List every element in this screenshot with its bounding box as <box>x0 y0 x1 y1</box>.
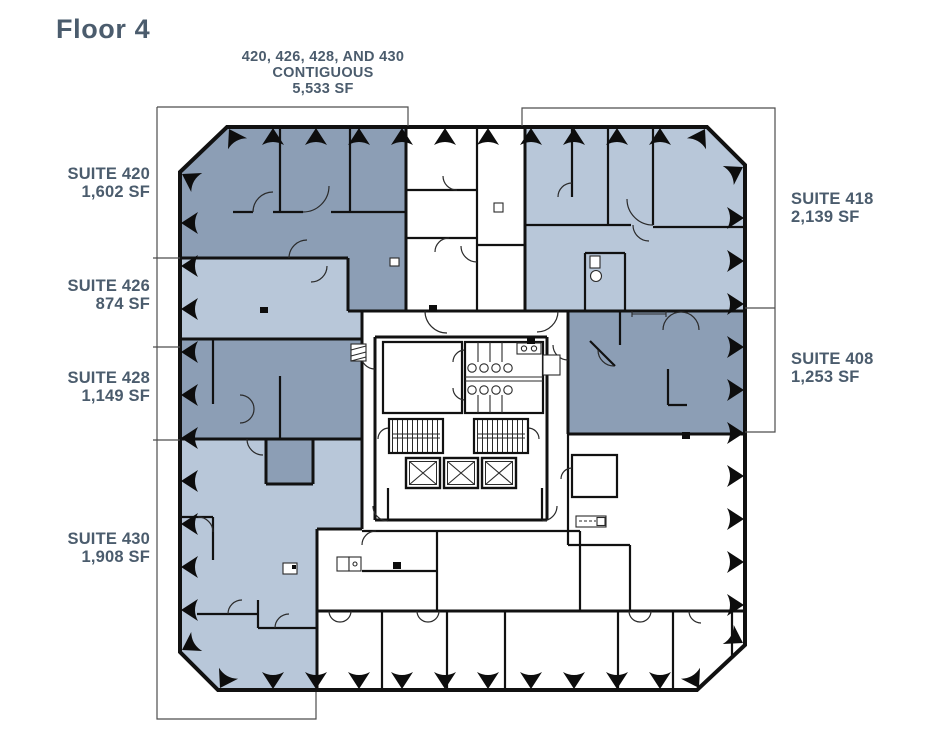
left-suite-bracket <box>153 107 317 720</box>
page-title: Floor 4 <box>56 14 151 44</box>
suite-428-region <box>181 339 362 484</box>
restrooms <box>463 340 561 415</box>
panel-symbol-420 <box>389 257 400 267</box>
closet-symbol-418 <box>589 255 603 283</box>
suite-426-area: 874 SF <box>95 294 150 313</box>
suite-426-label: SUITE 426 874 SF <box>0 277 150 313</box>
suite-428-name: SUITE 428 <box>67 369 150 387</box>
suite-420-area: 1,602 SF <box>81 182 150 201</box>
equipment-symbols <box>282 202 667 575</box>
suite-426-name: SUITE 426 <box>67 277 150 295</box>
core-fixtures <box>350 340 561 490</box>
suite-408-name: SUITE 408 <box>791 350 874 368</box>
building-outline <box>178 125 747 692</box>
restroom-bumpout <box>542 354 561 376</box>
minor-walls <box>181 128 744 689</box>
suite-430-name: SUITE 430 <box>67 530 150 548</box>
suite-408-area: 1,253 SF <box>791 367 860 386</box>
suite-418-area: 2,139 SF <box>791 207 860 226</box>
kitchen-symbol-430 <box>336 556 362 572</box>
contiguous-note-suites: 420, 426, 428, AND 430 <box>241 49 405 65</box>
contiguous-note: 420, 426, 428, AND 430 CONTIGUOUS 5,533 … <box>170 49 476 97</box>
counter-symbol-430 <box>282 562 298 575</box>
suite-418-label: SUITE 418 2,139 SF <box>791 190 933 226</box>
elevator-bank <box>404 456 518 490</box>
suite-408-label: SUITE 408 1,253 SF <box>791 350 933 386</box>
suite-408-region <box>568 311 744 434</box>
shaft-symbol <box>350 343 367 362</box>
major-walls <box>181 128 744 689</box>
contiguous-bracket <box>157 106 409 126</box>
panel-symbol-strip <box>493 202 504 213</box>
suite-418-name: SUITE 418 <box>791 190 874 208</box>
suite-428-label: SUITE 428 1,149 SF <box>0 369 150 405</box>
suite-428-area: 1,149 SF <box>81 386 150 405</box>
suite-430-label: SUITE 430 1,908 SF <box>0 530 150 566</box>
suite-430-area: 1,908 SF <box>81 547 150 566</box>
suite-420-name: SUITE 420 <box>67 165 150 183</box>
stairwell-right <box>472 417 530 455</box>
right-suite-bracket <box>521 107 776 433</box>
suite-420-label: SUITE 420 1,602 SF <box>0 165 150 201</box>
suite-426-region <box>181 258 362 339</box>
suite-418-region <box>525 128 744 311</box>
counter-symbol-bottom <box>575 515 607 528</box>
table-symbol-408 <box>631 311 667 317</box>
contiguous-note-area: 5,533 SF <box>292 81 354 97</box>
stairwell-left <box>387 417 445 455</box>
contiguous-note-word: CONTIGUOUS <box>272 65 374 81</box>
annotation-brackets <box>153 106 776 720</box>
